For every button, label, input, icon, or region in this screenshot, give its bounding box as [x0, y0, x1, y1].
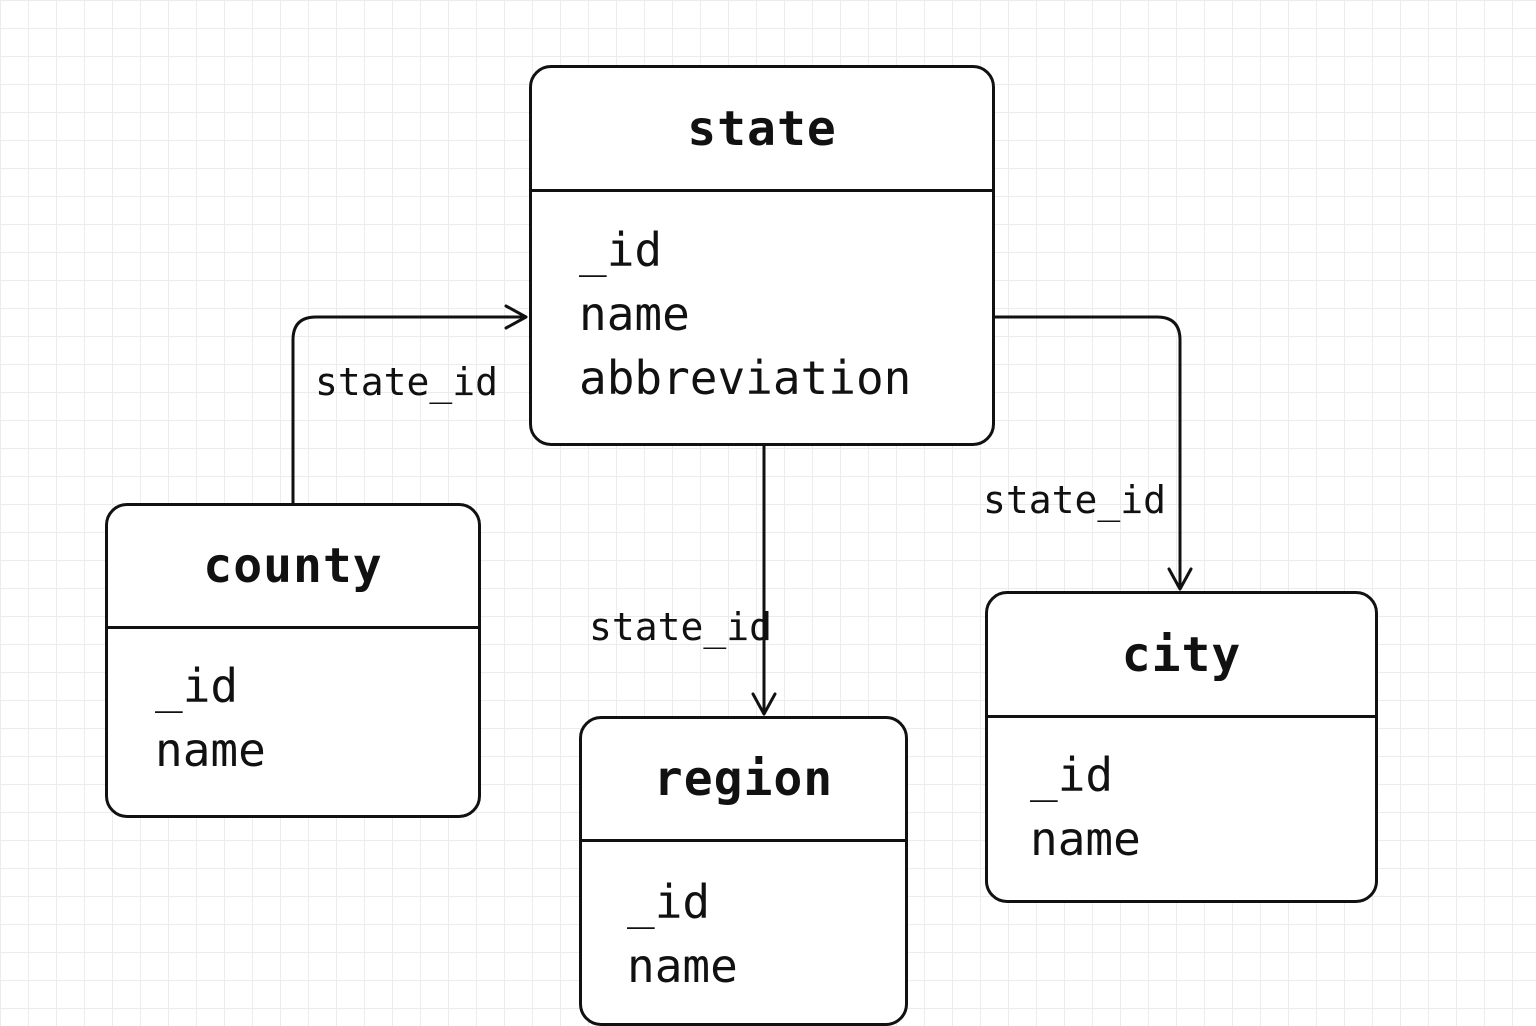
- entity-state-title: state: [532, 68, 992, 192]
- field-name: name: [627, 939, 738, 993]
- field-id: _id: [579, 223, 663, 277]
- connector-county-to-state: [291, 315, 526, 505]
- field-name: name: [1030, 812, 1141, 866]
- relationship-label-state-region: state_id: [589, 605, 773, 649]
- field-id: _id: [1030, 748, 1114, 802]
- arrowhead-state-left: [504, 304, 528, 330]
- entity-county[interactable]: county _id name: [105, 503, 481, 818]
- entity-region[interactable]: region _id name: [579, 716, 908, 1026]
- arrowhead-city-top: [1167, 567, 1193, 591]
- field-id: _id: [155, 659, 239, 713]
- entity-state[interactable]: state _id name abbreviation: [529, 65, 995, 446]
- entity-region-fields: _id name: [582, 842, 905, 998]
- entity-county-title: county: [108, 506, 478, 629]
- field-id: _id: [627, 875, 711, 929]
- entity-city[interactable]: city _id name: [985, 591, 1378, 903]
- field-name: name: [155, 723, 266, 777]
- entity-state-fields: _id name abbreviation: [532, 192, 992, 410]
- entity-city-fields: _id name: [988, 718, 1375, 871]
- entity-city-title: city: [988, 594, 1375, 718]
- relationship-label-county-state: state_id: [315, 360, 499, 404]
- entity-county-fields: _id name: [108, 629, 478, 782]
- entity-region-title: region: [582, 719, 905, 842]
- field-abbreviation: abbreviation: [579, 351, 912, 405]
- connector-state-to-city: [993, 315, 1182, 589]
- field-name: name: [579, 287, 690, 341]
- arrowhead-region-top: [751, 692, 777, 716]
- relationship-label-state-city: state_id: [983, 478, 1167, 522]
